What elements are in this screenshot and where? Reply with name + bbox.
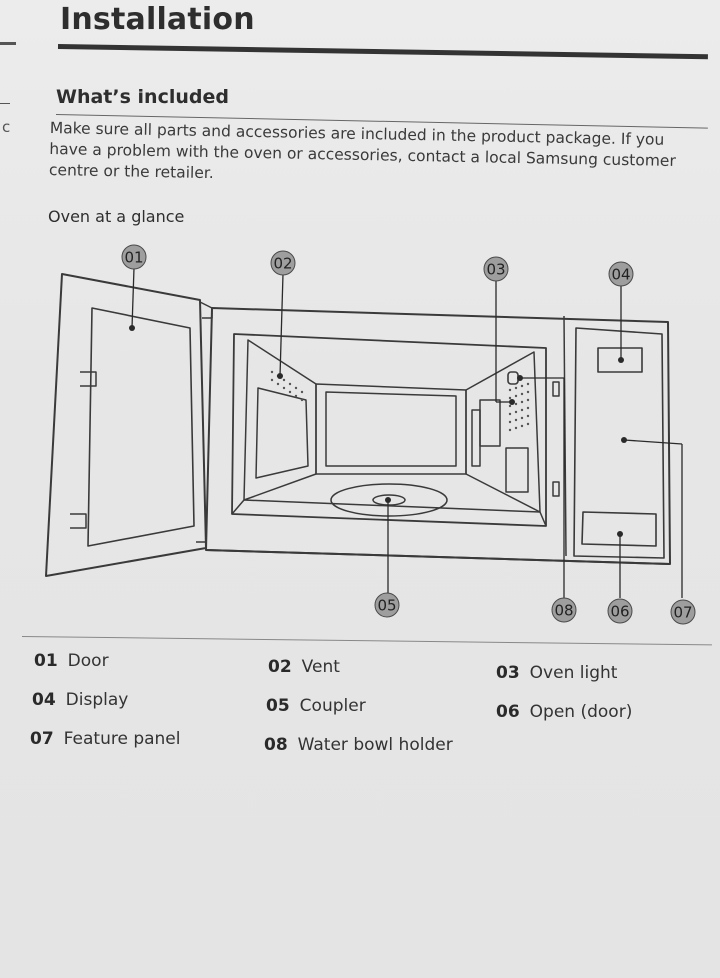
callout-05-label: 05 — [377, 597, 396, 615]
callout-leaders — [131, 267, 683, 598]
legend-item-water-bowl-holder: 08 Water bowl holder — [264, 735, 453, 755]
legend-item-open-door: 06 Open (door) — [496, 702, 632, 722]
legend-number: 08 — [264, 735, 288, 755]
title-divider — [57, 44, 708, 60]
legend-label: Open (door) — [529, 702, 633, 722]
callout-01-label: 01 — [124, 249, 143, 267]
leader-dots — [129, 325, 627, 537]
diagram-caption: Oven at a glance — [48, 207, 185, 226]
oven-light-shape — [507, 371, 519, 385]
edge-letter: c — [2, 118, 11, 136]
legend-number: 03 — [496, 663, 520, 683]
callout-02: 02 — [270, 250, 296, 276]
callout-08-label: 08 — [554, 602, 573, 620]
legend-number: 04 — [32, 690, 56, 710]
legend-item-feature-panel: 07 Feature panel — [30, 729, 180, 749]
callout-07-label: 07 — [673, 604, 692, 622]
display-window — [597, 347, 643, 373]
legend-number: 05 — [266, 696, 290, 716]
callout-07: 07 — [670, 599, 696, 625]
callout-06-label: 06 — [610, 603, 629, 621]
legend-label: Feature panel — [63, 729, 181, 749]
page-title: Installation — [60, 2, 255, 37]
section-heading: What’s included — [56, 86, 229, 108]
legend-number: 01 — [34, 651, 58, 671]
legend-label: Vent — [301, 657, 340, 677]
legend-number: 02 — [268, 657, 292, 677]
edge-mark-middle — [0, 103, 10, 104]
oven-diagram: 01 02 03 04 05 06 — [45, 244, 696, 625]
legend-item-display: 04 Display — [32, 690, 128, 710]
control-panel — [507, 347, 657, 547]
open-door-button — [581, 511, 657, 547]
callout-04: 04 — [608, 261, 634, 287]
callout-05: 05 — [374, 592, 400, 618]
oven-body — [205, 307, 671, 565]
callout-03-label: 03 — [486, 261, 505, 279]
callout-06: 06 — [607, 598, 633, 624]
oven-cavity — [231, 339, 560, 527]
legend-divider — [21, 636, 712, 646]
callout-08: 08 — [551, 597, 577, 623]
legend-label: Door — [67, 651, 109, 671]
legend-label: Coupler — [299, 696, 366, 716]
legend-item-oven-light: 03 Oven light — [496, 663, 617, 683]
vent-perforations — [270, 370, 530, 432]
callout-04-label: 04 — [611, 266, 630, 284]
intro-paragraph: Make sure all parts and accessories are … — [48, 118, 676, 183]
legend-item-vent: 02 Vent — [268, 657, 340, 677]
callout-02-label: 02 — [273, 255, 292, 273]
door-shape — [45, 273, 213, 577]
legend-number: 06 — [496, 702, 520, 722]
legend-label: Display — [65, 690, 129, 710]
legend-item-coupler: 05 Coupler — [266, 696, 366, 716]
edge-mark-top — [0, 42, 16, 45]
legend-label: Water bowl holder — [297, 735, 453, 755]
callout-03: 03 — [483, 256, 509, 282]
callout-01: 01 — [121, 244, 147, 270]
legend-number: 07 — [30, 729, 54, 749]
legend-item-door: 01 Door — [34, 651, 109, 671]
legend-label: Oven light — [529, 663, 618, 683]
